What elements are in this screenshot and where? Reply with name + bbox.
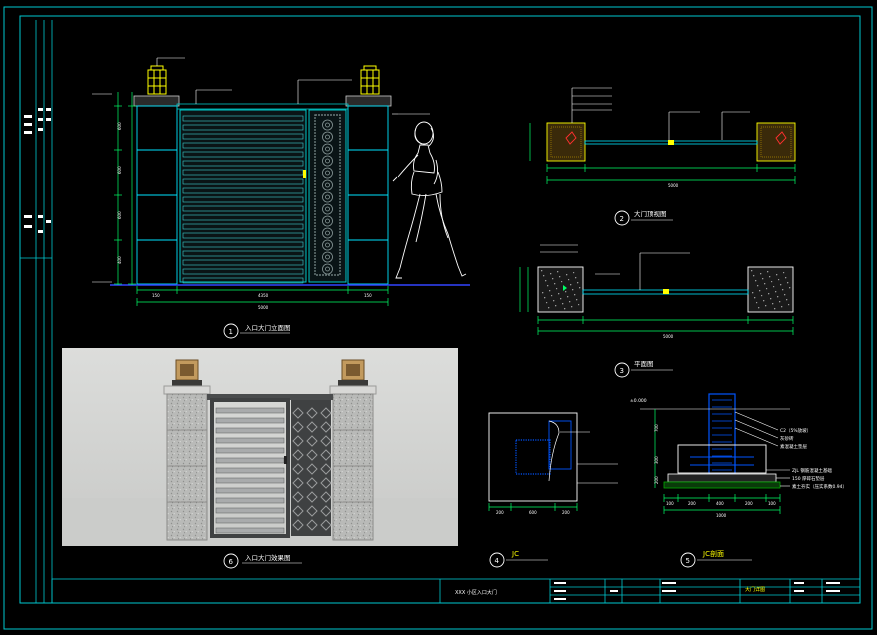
render-lamp-left — [172, 359, 202, 386]
jc-section-dim-text: 100 200 400 200 100 1000 700 300 200 — [654, 424, 776, 518]
pillar-cap-right — [345, 95, 392, 107]
human-scale-figure — [392, 121, 467, 279]
view-3-title: 平面图 — [634, 360, 654, 368]
svg-text:600: 600 — [117, 166, 122, 174]
view-4-jc: 200 600 200 4 JC — [488, 412, 618, 568]
svg-text:C2（5%放坡）: C2（5%放坡） — [780, 427, 811, 434]
top-pillar-right — [756, 122, 796, 162]
gate-top-rail — [176, 103, 349, 110]
svg-text:ZJL 钢筋混凝土基础: ZJL 钢筋混凝土基础 — [792, 467, 832, 474]
lamp-right — [360, 65, 380, 95]
gate-rendering-image — [62, 348, 458, 546]
title-block-project: XXX 小区入口大门 — [455, 589, 497, 596]
jc-section-level: ±0.000 — [630, 398, 647, 404]
svg-text:200: 200 — [654, 476, 659, 484]
jc-section-column — [708, 393, 736, 475]
view-6-rendering — [62, 348, 458, 546]
svg-text:素土夯实（压实系数0.94）: 素土夯实（压实系数0.94） — [792, 483, 847, 490]
jc-section-notes: C2（5%放坡） 灰砂砖 素混凝土垫层 ZJL 钢筋混凝土基础 150 厚碎石垫… — [780, 427, 847, 490]
view-1-number: 1 — [229, 328, 233, 336]
gate-handle — [303, 170, 306, 178]
view-3-number: 3 — [620, 367, 624, 375]
svg-text:400: 400 — [716, 501, 724, 506]
title-block-cells — [554, 582, 840, 600]
pillar-left — [136, 105, 178, 285]
plan-pillar-left — [537, 266, 584, 313]
svg-text:5000: 5000 — [258, 305, 269, 310]
svg-text:600: 600 — [529, 510, 537, 515]
view-1-title: 入口大门立面图 — [245, 323, 291, 332]
plan-hatch — [541, 270, 791, 310]
plan-leaders — [540, 244, 690, 290]
render-pillar-right — [329, 385, 377, 541]
left-sign-strip — [20, 20, 53, 604]
view-5-title: JC剖面 — [702, 549, 724, 558]
view-2-number: 2 — [620, 215, 624, 223]
view-6-title: 入口大门效果图 — [245, 553, 291, 562]
view-5-jc-section: 100 200 400 200 100 1000 700 300 200 ±0.… — [630, 393, 847, 568]
view-6-number: 6 — [229, 558, 234, 566]
elevation-dim-text: 150 4350 150 5000 600 600 600 400 — [117, 122, 372, 310]
top-total-dim: 5000 — [668, 183, 679, 188]
view-5-number: 5 — [686, 557, 690, 565]
svg-text:100: 100 — [768, 501, 776, 506]
view-4-number: 4 — [495, 557, 500, 565]
lamp-left — [147, 65, 167, 95]
render-gate — [207, 394, 333, 538]
view-2-top-view: 5000 2 大门顶视图 — [529, 87, 796, 226]
top-leaders — [571, 87, 750, 140]
gate-main-leaf — [179, 109, 307, 284]
top-pillar-left — [546, 122, 586, 162]
svg-text:150 厚碎石垫层: 150 厚碎石垫层 — [792, 475, 825, 482]
elevation-leaders — [92, 57, 430, 283]
view-2-title: 大门顶视图 — [634, 209, 667, 218]
left-sign-text — [24, 108, 51, 233]
render-pillar-left — [163, 385, 211, 541]
plan-total-dim: 5000 — [663, 334, 674, 339]
pillar-cap-left — [133, 95, 180, 107]
view-1-number-circle — [223, 323, 239, 339]
jc-dim-text: 200 600 200 — [496, 510, 570, 515]
svg-text:200: 200 — [745, 501, 753, 506]
svg-text:4350: 4350 — [258, 293, 269, 298]
plan-dimensions — [519, 267, 794, 335]
view-5-number-circle — [680, 552, 696, 568]
top-dimensions — [529, 123, 796, 184]
view-4-title: JC — [511, 550, 519, 558]
view-3-plan: 5000 3 平面图 — [519, 244, 794, 378]
view-6-label: 6 入口大门效果图 — [222, 552, 312, 576]
gate-side-leaf — [308, 109, 347, 283]
title-block-drawing-name: 大门详图 — [745, 586, 765, 593]
svg-text:600: 600 — [117, 122, 122, 130]
svg-text:700: 700 — [654, 424, 659, 432]
svg-text:100: 100 — [666, 501, 674, 506]
svg-text:灰砂砖: 灰砂砖 — [780, 435, 794, 442]
svg-text:150: 150 — [152, 293, 160, 298]
svg-text:200: 200 — [688, 501, 696, 506]
svg-text:400: 400 — [117, 256, 122, 264]
title-block — [51, 578, 861, 604]
jc-column — [515, 439, 551, 475]
svg-text:素混凝土垫层: 素混凝土垫层 — [780, 443, 807, 450]
view-1-elevation: 150 4350 150 5000 600 600 600 400 1 入口大门… — [92, 57, 470, 339]
svg-text:150: 150 — [364, 293, 372, 298]
view-4-number-circle — [489, 552, 505, 568]
svg-text:600: 600 — [117, 211, 122, 219]
view-2-number-circle — [614, 210, 630, 226]
pillar-right — [347, 105, 389, 285]
view-3-number-circle — [614, 362, 630, 378]
jc-outline — [488, 412, 578, 502]
svg-text:1000: 1000 — [716, 513, 727, 518]
svg-text:300: 300 — [654, 456, 659, 464]
svg-text:200: 200 — [496, 510, 504, 515]
plan-pillar-right — [747, 266, 794, 313]
elevation-dimensions — [114, 92, 389, 306]
outer-border — [3, 6, 873, 630]
render-lamp-right — [338, 359, 368, 386]
svg-text:200: 200 — [562, 510, 570, 515]
